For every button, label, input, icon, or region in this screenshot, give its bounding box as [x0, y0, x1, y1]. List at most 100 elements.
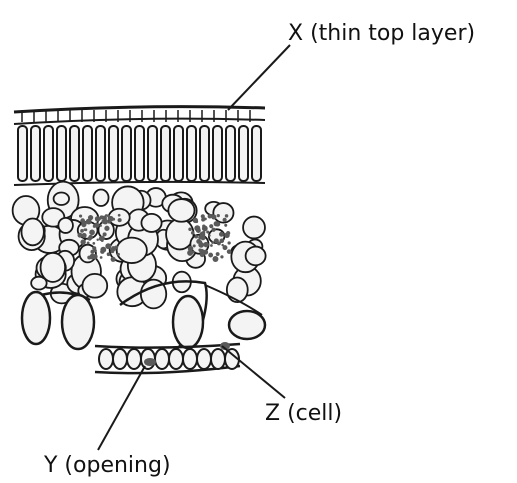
mesophyll-stipple [227, 241, 230, 244]
label-y-leader-line [98, 366, 145, 450]
mesophyll-stipple [110, 249, 114, 253]
leaf-tissue-drawing [13, 107, 266, 373]
mesophyll-stipple [195, 235, 199, 239]
label-x-leader-line [228, 45, 290, 110]
mesophyll-stipple [201, 214, 205, 218]
mesophyll-stipple [105, 243, 111, 249]
mesophyll-stipple [198, 242, 204, 248]
palisade-cell [148, 126, 157, 181]
mesophyll-stipple [216, 252, 220, 256]
label-y: Y (opening) [43, 453, 171, 478]
palisade-cell [109, 126, 118, 181]
mesophyll-stipple [226, 231, 230, 235]
mesophyll-stipple [214, 238, 219, 243]
mesophyll-stipple [100, 236, 105, 241]
mesophyll-stipple [79, 214, 82, 217]
mesophyll-stipple [104, 226, 109, 231]
spongy-cell [166, 219, 194, 250]
mesophyll-stipple [117, 253, 120, 256]
spongy-cell [117, 238, 147, 263]
mesophyll-stipple [214, 221, 219, 226]
mesophyll-stipple [118, 214, 121, 217]
mesophyll-stipple [80, 229, 84, 233]
mesophyll-stipple [193, 218, 198, 223]
palisade-cell [96, 126, 105, 181]
mesophyll-stipple [211, 214, 216, 219]
spongy-cell [21, 219, 43, 246]
mesophyll-stipple [203, 227, 206, 230]
mesophyll-stipple [225, 214, 229, 218]
mesophyll-stipple [223, 218, 227, 222]
spongy-cell [243, 217, 265, 239]
mesophyll-stipple [89, 230, 95, 236]
palisade-cell [200, 126, 209, 181]
palisade-cell [239, 126, 248, 181]
palisade-cell [44, 126, 53, 181]
lower-epidermis-cell [183, 349, 197, 369]
mesophyll-stipple [191, 231, 194, 234]
mesophyll-stipple [188, 246, 194, 252]
spongy-cell [93, 189, 108, 206]
lower-epidermis-cell [99, 349, 113, 369]
mesophyll-stipple [211, 228, 215, 232]
mesophyll-stipple [89, 235, 93, 239]
mesophyll-stipple [107, 214, 110, 217]
palisade-cell [161, 126, 170, 181]
mesophyll-stipple [77, 233, 82, 238]
mesophyll-stipple [111, 257, 116, 262]
lower-epidermis [95, 344, 240, 373]
spongy-cell [141, 214, 161, 232]
spongy-cell [82, 274, 107, 298]
mesophyll-stipple [93, 225, 96, 228]
mesophyll-stipple [107, 252, 111, 256]
mesophyll-stipple [87, 256, 91, 260]
palisade-cell [31, 126, 40, 181]
mesophyll-stipple [224, 224, 227, 227]
mesophyll-stipple [118, 218, 122, 222]
spongy-cell [58, 218, 73, 233]
mesophyll-stipple [193, 244, 196, 247]
mesophyll-stipple [209, 224, 213, 228]
palisade-cell [18, 126, 27, 181]
mesophyll-stipple [94, 249, 97, 252]
mesophyll-stipple [192, 251, 195, 254]
lower-epidermis-cell [155, 349, 169, 369]
lower-epidermis-cell [197, 349, 211, 369]
mesophyll-stipple [196, 228, 201, 233]
palisade-cell [83, 126, 92, 181]
mesophyll-stipple [100, 256, 103, 259]
mesophyll-stipple [203, 242, 209, 248]
mesophyll-stipple [208, 234, 210, 236]
upper-epidermis-cells [22, 110, 250, 122]
palisade-cell [252, 126, 261, 181]
mesophyll-stipple [213, 256, 219, 262]
mesophyll-stipple [96, 238, 98, 240]
mesophyll-stipple [220, 255, 223, 258]
palisade-cell [70, 126, 79, 181]
mesophyll-stipple [92, 242, 95, 245]
label-z: Z (cell) [265, 401, 342, 426]
mesophyll-stipple [98, 218, 100, 220]
mesophyll-stipple [114, 246, 118, 250]
mesophyll-stipple [80, 239, 85, 244]
spongy-cell [168, 199, 194, 222]
lower-epidermis-cell [211, 349, 225, 369]
lower-epidermis-cell [127, 349, 141, 369]
mesophyll-stipple [112, 218, 115, 221]
mesophyll-stipple [84, 228, 87, 231]
palisade-layer [14, 126, 265, 185]
spongy-cell [227, 277, 248, 302]
lower-epidermis-cell [113, 349, 127, 369]
label-z-leader-line [222, 346, 285, 398]
palisade-cell [57, 126, 66, 181]
mesophyll-stipple [211, 241, 214, 244]
palisade-cell [174, 126, 183, 181]
palisade-cell [187, 126, 196, 181]
mesophyll-stipple [87, 241, 90, 244]
spongy-cell [54, 192, 69, 205]
mesophyll-stipple [199, 249, 204, 254]
mesophyll-stipple [108, 221, 111, 224]
spongy-cell [246, 247, 266, 266]
